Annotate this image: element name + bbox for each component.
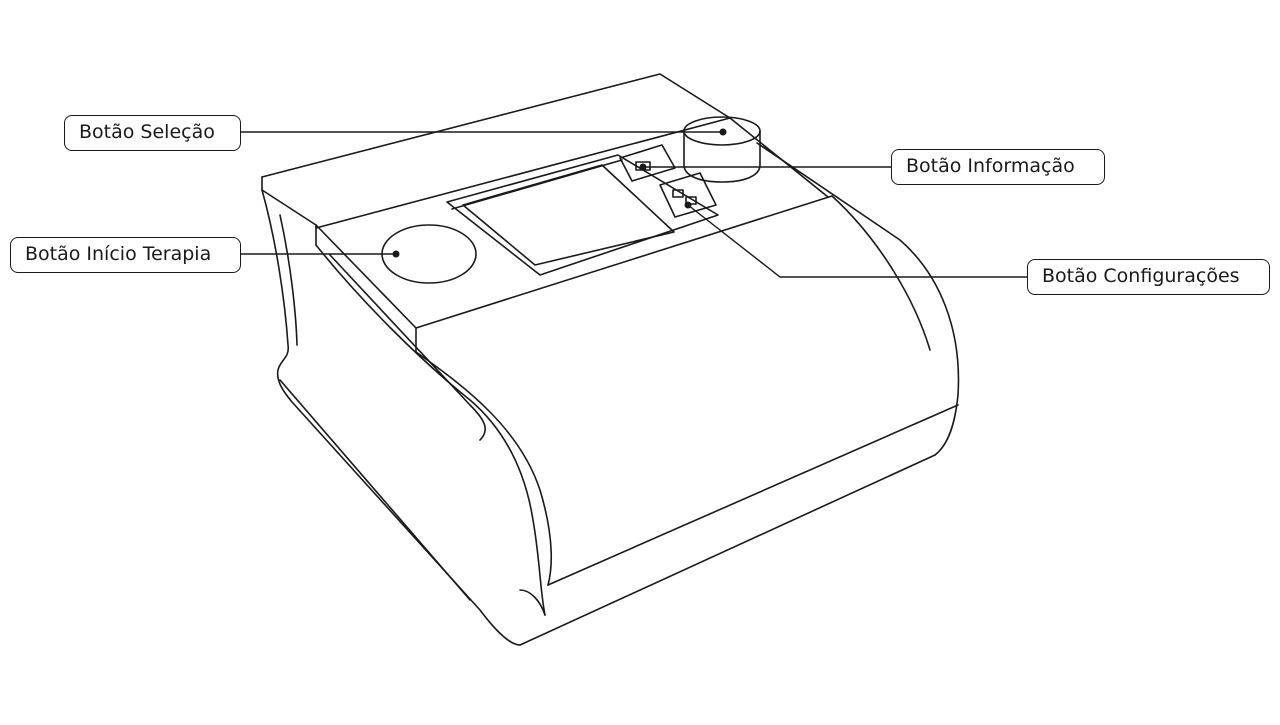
callout-info-button: Botão Informação: [891, 149, 1105, 185]
leader-lines: [241, 128, 1027, 278]
display-panel: [446, 154, 719, 276]
device-body-outline: [261, 73, 960, 646]
selection-knob-shape: [683, 116, 761, 183]
settings-button-shape: [659, 172, 717, 218]
callout-settings-button: Botão Configurações: [1027, 259, 1270, 295]
info-button-shape: [619, 144, 676, 182]
callout-selection-button: Botão Seleção: [64, 115, 241, 151]
callout-start-therapy-button: Botão Início Terapia: [10, 237, 241, 273]
